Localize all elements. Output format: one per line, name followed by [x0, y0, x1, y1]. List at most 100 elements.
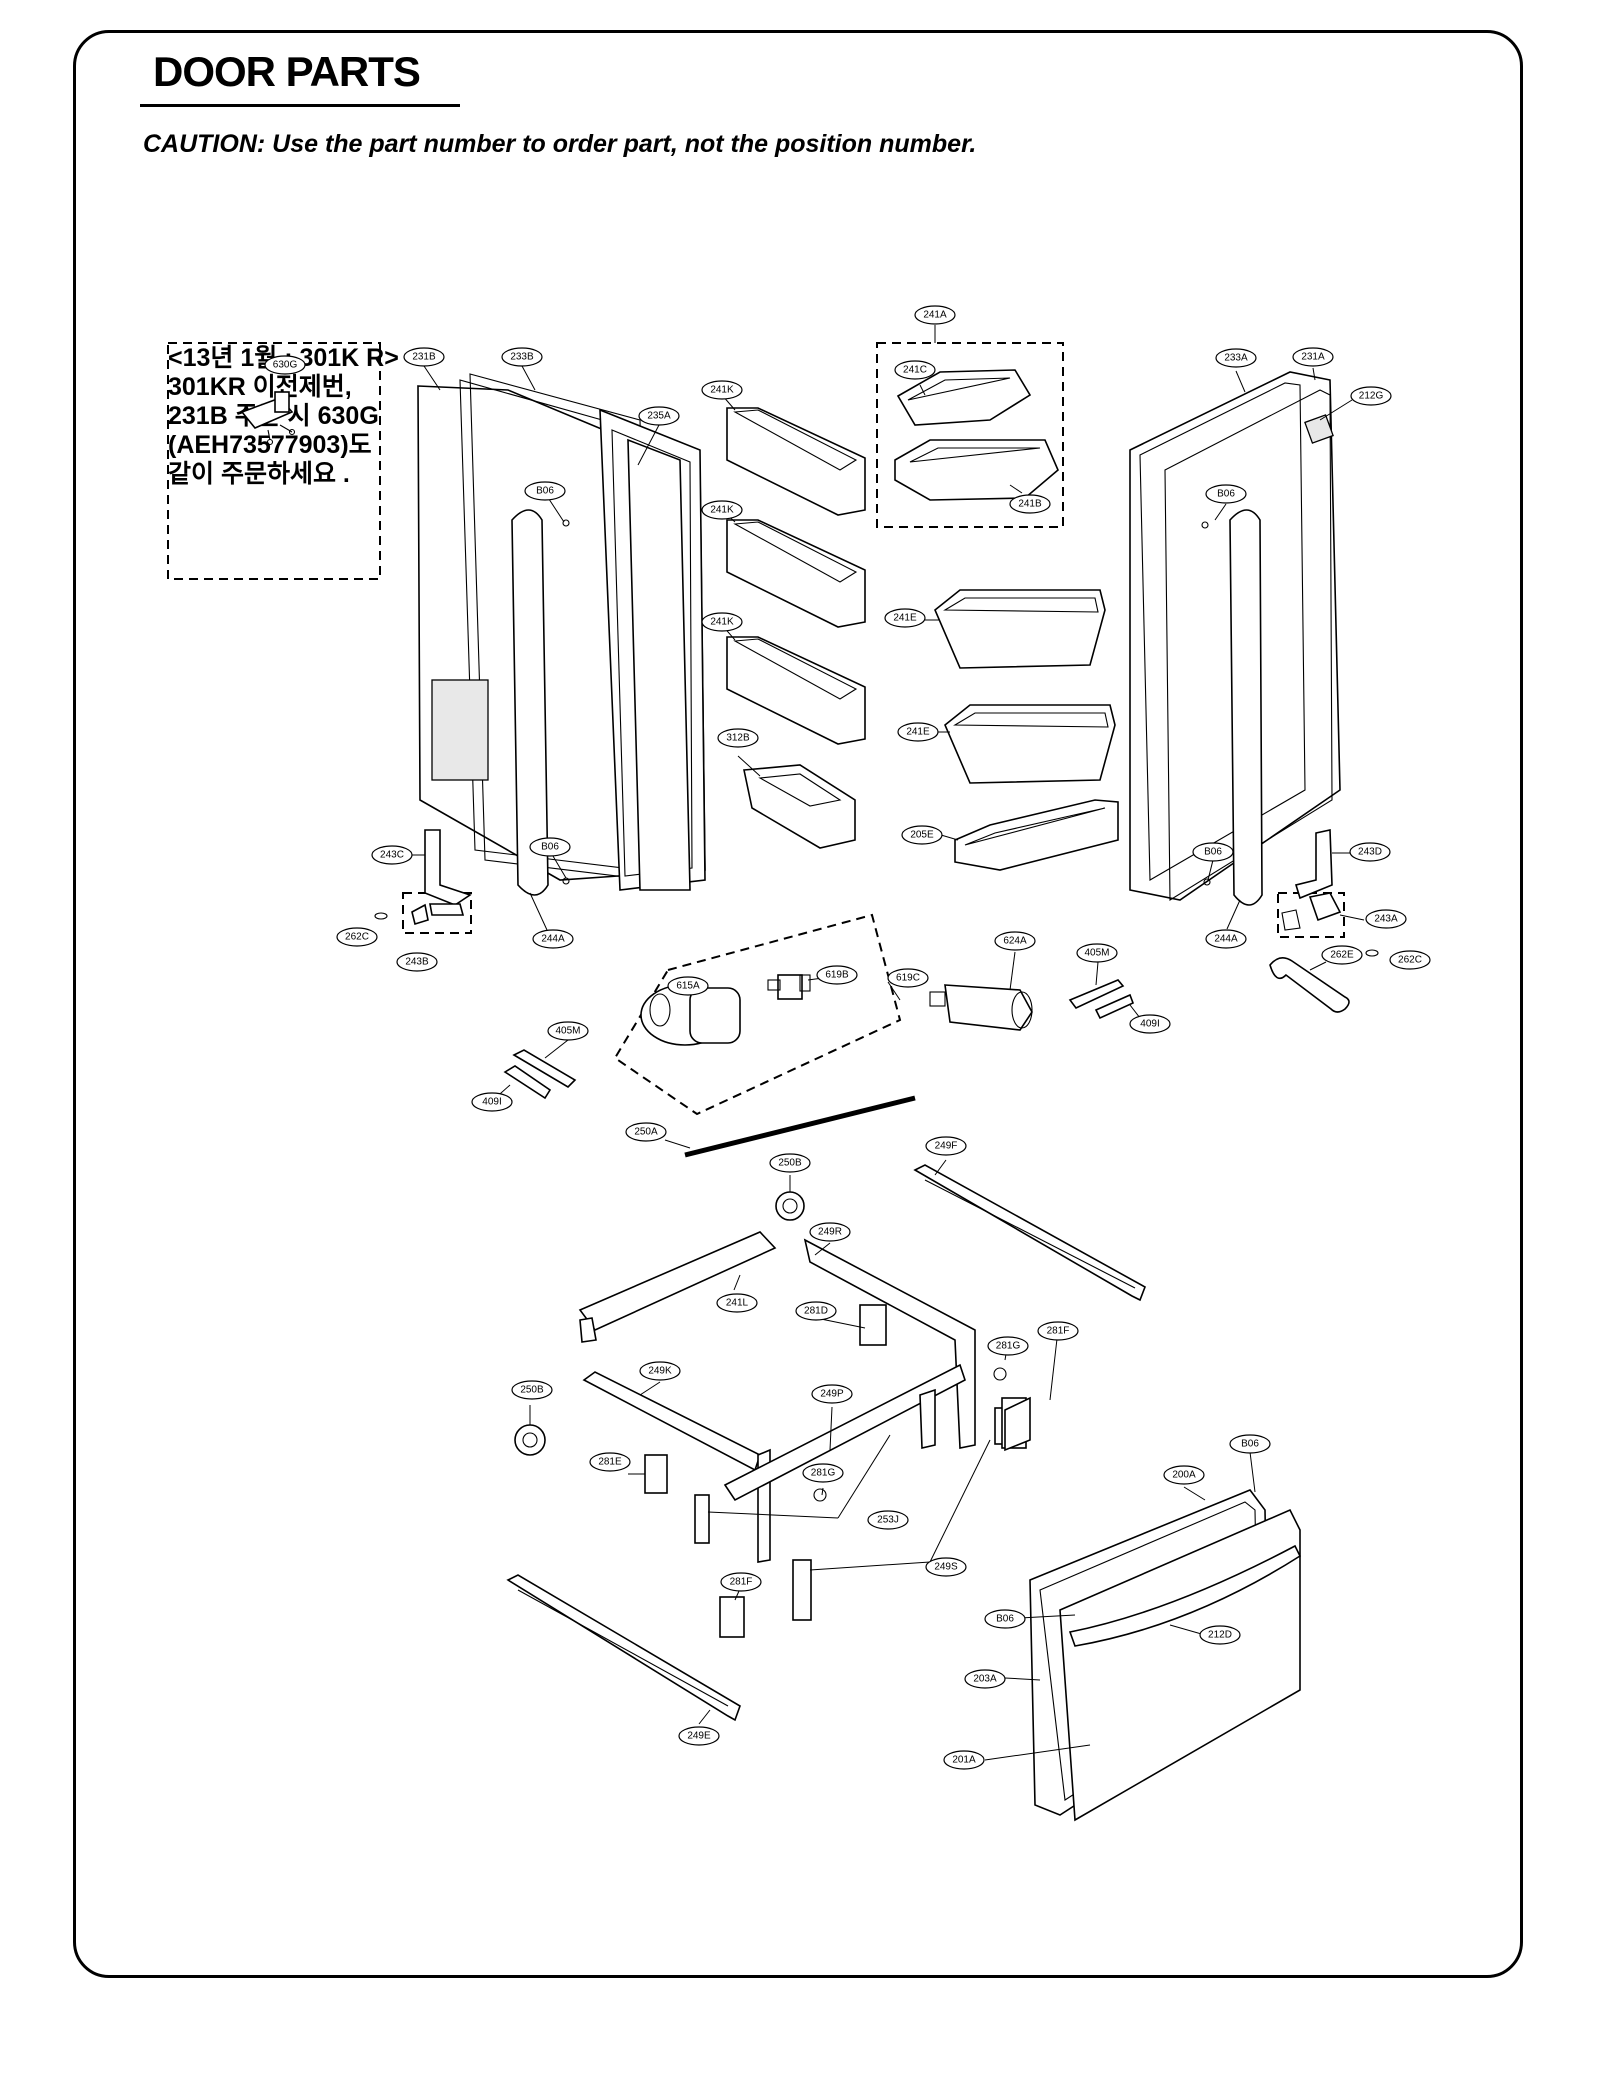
callout-243b: 243B	[396, 952, 438, 972]
callout-281f-right: 281F	[1037, 1321, 1079, 1341]
callout-241b: 241B	[1009, 494, 1051, 514]
group-241a-box	[876, 342, 1064, 528]
svg-text:244A: 244A	[541, 934, 565, 945]
callout-205e: 205E	[901, 825, 943, 845]
callout-212g: 212G	[1350, 386, 1392, 406]
svg-text:200A: 200A	[1172, 1470, 1196, 1481]
svg-text:243D: 243D	[1358, 847, 1382, 858]
callout-249p: 249P	[811, 1384, 853, 1404]
svg-text:235A: 235A	[647, 411, 671, 422]
callout-281e: 281E	[589, 1452, 631, 1472]
rod-250a-drawing	[684, 1095, 916, 1158]
drawer-frame-drawing	[578, 1231, 1031, 1638]
slide-parts-drawing	[503, 979, 1135, 1100]
callout-241c: 241C	[894, 360, 936, 380]
svg-text:212G: 212G	[1359, 391, 1384, 402]
svg-text:281G: 281G	[996, 1341, 1021, 1352]
callout-244a-right: 244A	[1205, 929, 1247, 949]
svg-text:241E: 241E	[906, 727, 930, 738]
svg-text:B06: B06	[541, 842, 559, 853]
callout-243a: 243A	[1365, 909, 1407, 929]
callout-249s: 249S	[925, 1557, 967, 1577]
svg-text:630G: 630G	[273, 360, 298, 371]
svg-text:249K: 249K	[648, 1366, 672, 1377]
svg-text:249P: 249P	[820, 1389, 844, 1400]
callout-243c: 243C	[371, 845, 413, 865]
callout-231b: 231B	[403, 347, 445, 367]
svg-text:249R: 249R	[818, 1227, 842, 1238]
page-border	[73, 30, 1523, 1978]
callout-241l: 241L	[716, 1293, 758, 1313]
svg-text:281D: 281D	[804, 1306, 828, 1317]
freezer-door-drawing	[1029, 1489, 1302, 1822]
svg-text:203A: 203A	[973, 1674, 997, 1685]
gears-250b-drawing	[514, 1191, 805, 1456]
callout-262c-right: 262C	[1389, 950, 1431, 970]
callout-241e-1: 241E	[884, 608, 926, 628]
callout-253j: 253J	[867, 1510, 909, 1530]
page-title: DOOR PARTS	[153, 48, 421, 95]
door-bins-241k-drawing	[726, 407, 866, 745]
left-door-drawing	[417, 373, 706, 896]
svg-text:243A: 243A	[1374, 914, 1398, 925]
svg-text:262E: 262E	[1330, 950, 1354, 961]
callout-281f-left: 281F	[720, 1572, 762, 1592]
svg-text:241K: 241K	[710, 385, 734, 396]
svg-text:619C: 619C	[896, 973, 920, 984]
callout-244a-left: 244A	[532, 929, 574, 949]
callout-249f: 249F	[925, 1136, 967, 1156]
callout-241k-2: 241K	[701, 500, 743, 520]
note-dashed-box	[167, 342, 381, 580]
callout-b06-left-top: B06	[524, 481, 566, 501]
callout-b06-left-bottom: B06	[529, 837, 571, 857]
bins-241e-drawing	[934, 589, 1116, 784]
callout-619c: 619C	[887, 968, 929, 988]
svg-text:409I: 409I	[1140, 1019, 1159, 1030]
svg-text:619B: 619B	[825, 970, 849, 981]
callout-250b-top: 250B	[769, 1153, 811, 1173]
callout-249e: 249E	[678, 1726, 720, 1746]
rail-249e-drawing	[506, 1574, 741, 1722]
svg-text:253J: 253J	[877, 1515, 899, 1526]
callout-233b: 233B	[501, 347, 543, 367]
callout-250b-bottom: 250B	[511, 1380, 553, 1400]
svg-text:241K: 241K	[710, 505, 734, 516]
callout-235a: 235A	[638, 406, 680, 426]
callout-b06-right-top: B06	[1205, 484, 1247, 504]
svg-text:231B: 231B	[412, 352, 436, 363]
svg-text:249F: 249F	[935, 1141, 958, 1152]
svg-text:405M: 405M	[1084, 948, 1109, 959]
callout-615a: 615A	[667, 976, 709, 996]
svg-text:205E: 205E	[910, 830, 934, 841]
svg-text:405M: 405M	[555, 1026, 580, 1037]
callout-281g-right: 281G	[987, 1336, 1029, 1356]
callout-b06-right-bottom: B06	[1192, 842, 1234, 862]
bin-205e-drawing	[954, 799, 1119, 871]
callout-249r: 249R	[809, 1222, 851, 1242]
callout-630g: 630G	[264, 355, 306, 375]
callout-281d: 281D	[795, 1301, 837, 1321]
note-line: 301KR 이전제번,	[168, 373, 352, 401]
svg-text:624A: 624A	[1003, 936, 1027, 947]
caution-text: CAUTION: Use the part number to order pa…	[143, 130, 977, 158]
svg-text:281F: 281F	[730, 1577, 753, 1588]
svg-text:233B: 233B	[510, 352, 534, 363]
callout-203a: 203A	[964, 1669, 1006, 1689]
callout-241a: 241A	[914, 305, 956, 325]
note-line: 같이 주문하세요 .	[168, 460, 350, 488]
svg-text:233A: 233A	[1224, 353, 1248, 364]
svg-text:201A: 201A	[952, 1755, 976, 1766]
callout-409i-left: 409I	[471, 1092, 513, 1112]
svg-text:241C: 241C	[903, 365, 927, 376]
svg-text:B06: B06	[996, 1614, 1014, 1625]
basket-241a-drawing	[894, 369, 1059, 501]
callout-200a: 200A	[1163, 1465, 1205, 1485]
valve-parts-drawing	[640, 974, 1033, 1046]
hinge-630g-drawing	[240, 391, 296, 446]
callout-250a: 250A	[625, 1122, 667, 1142]
svg-text:249S: 249S	[934, 1562, 958, 1573]
svg-text:615A: 615A	[676, 981, 700, 992]
callout-231a: 231A	[1292, 347, 1334, 367]
callout-b06-freezer-top: B06	[1229, 1434, 1271, 1454]
